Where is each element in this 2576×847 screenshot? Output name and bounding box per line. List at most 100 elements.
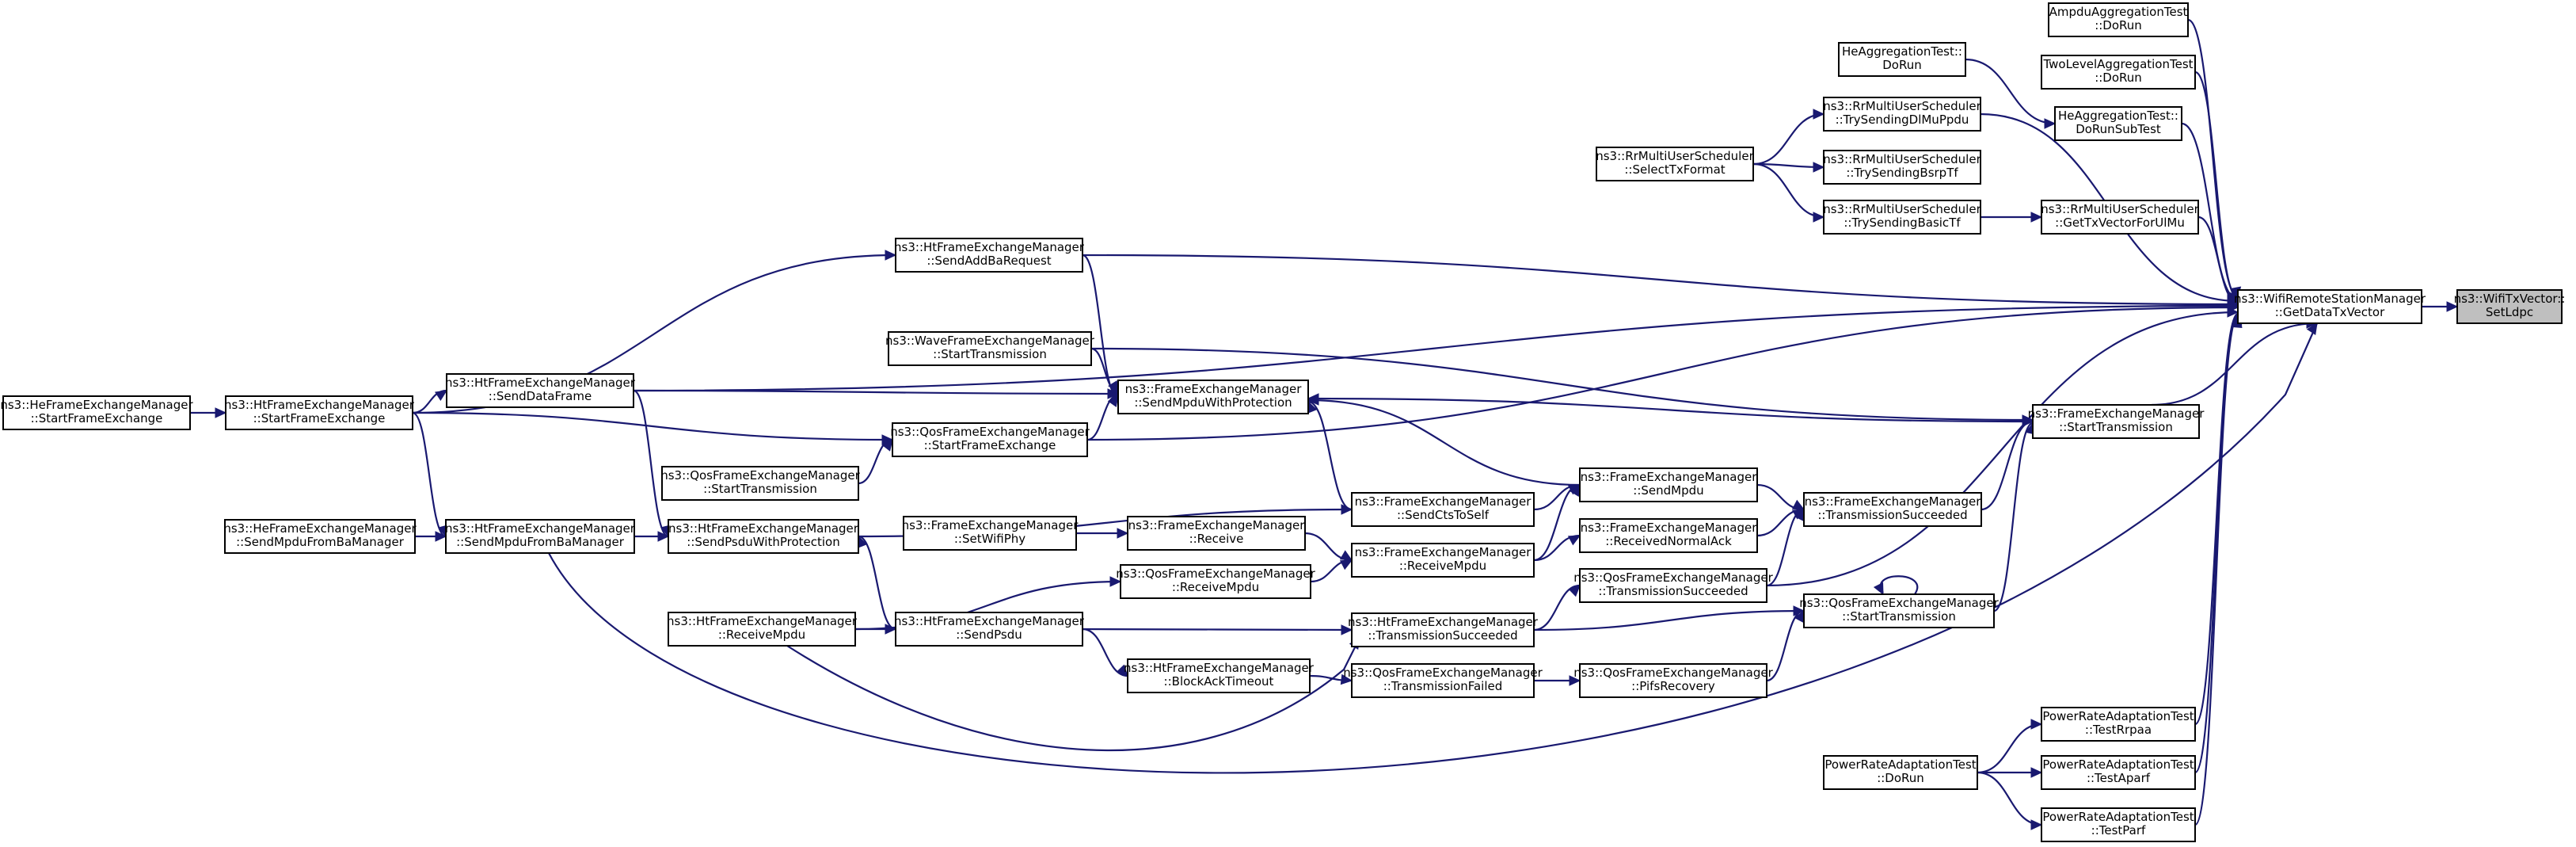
edge-arrowhead bbox=[2030, 819, 2043, 830]
edge-line bbox=[1977, 771, 2042, 826]
node-ferm[interactable]: ns3::FrameExchangeManager::ReceiveMpdu bbox=[1351, 543, 1535, 578]
node-fesm[interactable]: ns3::FrameExchangeManager::SendMpdu bbox=[1579, 467, 1758, 502]
node-label-line1: ns3::HeFrameExchangeManager bbox=[0, 398, 193, 412]
node-fects[interactable]: ns3::FrameExchangeManager::SendCtsToSelf bbox=[1351, 492, 1535, 527]
node-label-line1: ns3::HtFrameExchangeManager bbox=[1348, 615, 1539, 629]
node-qospifs[interactable]: ns3::QosFrameExchangeManager::PifsRecove… bbox=[1573, 663, 1774, 698]
node-htsp[interactable]: ns3::HtFrameExchangeManager::SendPsdu bbox=[894, 612, 1085, 647]
node-label-line1: ns3::RrMultiUserScheduler bbox=[1823, 202, 1981, 216]
node-box bbox=[888, 331, 1092, 366]
node-label-line2: ::TransmissionSucceeded bbox=[1817, 508, 1967, 522]
node-two[interactable]: TwoLevelAggregationTest::DoRun bbox=[2041, 55, 2196, 90]
node-htsdf[interactable]: ns3::HtFrameExchangeManager::SendDataFra… bbox=[445, 373, 636, 408]
edge-htfe-to-htsdf bbox=[412, 389, 447, 414]
node-htrm[interactable]: ns3::HtFrameExchangeManager::ReceiveMpdu bbox=[667, 612, 858, 647]
edge-htts-to-qosts bbox=[1533, 584, 1581, 631]
node-fets[interactable]: ns3::FrameExchangeManager::TransmissionS… bbox=[1803, 492, 1982, 527]
node-label-line1: PowerRateAdaptationTest bbox=[2042, 810, 2194, 824]
node-label-line2: ::SendCtsToSelf bbox=[1397, 508, 1490, 522]
node-label-line1: ns3::FrameExchangeManager bbox=[1805, 494, 1982, 509]
edge-line bbox=[1082, 254, 2239, 306]
node-wavest[interactable]: ns3::WaveFrameExchangeManager::StartTran… bbox=[885, 331, 1095, 366]
node-hesmba[interactable]: ns3::HeFrameExchangeManager::SendMpduFro… bbox=[223, 519, 417, 554]
node-label-line1: ns3::FrameExchangeManager bbox=[1128, 518, 1306, 532]
node-label-line1: ns3::HtFrameExchangeManager bbox=[1124, 661, 1315, 675]
edge-arrowhead bbox=[1567, 535, 1581, 546]
node-label-line1: ns3::WifiTxVector:: bbox=[2454, 292, 2566, 306]
node-box bbox=[1127, 658, 1311, 693]
node-box bbox=[2041, 755, 2196, 790]
node-rrbsrp[interactable]: ns3::RrMultiUserScheduler::TrySendingBsr… bbox=[1823, 150, 1982, 185]
node-box bbox=[2041, 200, 2199, 235]
node-hefe[interactable]: ns3::HeFrameExchangeManager::StartFrameE… bbox=[0, 395, 193, 430]
edge-fesm-to-fesmwp bbox=[1307, 395, 1581, 486]
edge-htaddba-to-gdtv bbox=[1082, 254, 2239, 310]
node-htaddba[interactable]: ns3::HtFrameExchangeManager::SendAddBaRe… bbox=[894, 238, 1085, 273]
node-box bbox=[2041, 55, 2196, 90]
node-hedr[interactable]: HeAggregationTest::DoRun bbox=[1838, 42, 1966, 77]
node-label-line2: ::TestAparf bbox=[2087, 771, 2151, 785]
node-box bbox=[445, 519, 635, 554]
node-gdtv[interactable]: ns3::WifiRemoteStationManager::GetDataTx… bbox=[2234, 289, 2426, 324]
node-label-line2: ::StartFrameExchange bbox=[253, 411, 386, 425]
node-label-line2: SetLdpc bbox=[2486, 305, 2533, 319]
edge-fets-to-fest bbox=[1981, 416, 2034, 511]
node-box bbox=[1579, 568, 1767, 603]
node-qossfe[interactable]: ns3::QosFrameExchangeManager::StartFrame… bbox=[890, 422, 1090, 457]
node-box bbox=[225, 395, 413, 430]
node-rrdl[interactable]: ns3::RrMultiUserScheduler::TrySendingDlM… bbox=[1823, 97, 1982, 132]
edge-line bbox=[1766, 508, 1805, 587]
node-label-line2: ::SetWifiPhy bbox=[954, 532, 1025, 546]
edge-arrowhead bbox=[1341, 504, 1353, 515]
edge-line bbox=[1533, 483, 1581, 562]
edge-arrowhead bbox=[2022, 416, 2034, 427]
node-box bbox=[1351, 543, 1535, 578]
node-htfe[interactable]: ns3::HtFrameExchangeManager::StartFrameE… bbox=[224, 395, 415, 430]
node-prarp[interactable]: PowerRateAdaptationTest::TestRrpaa bbox=[2041, 707, 2196, 742]
node-label-line2: ::ReceivedNormalAck bbox=[1605, 534, 1732, 548]
node-label-line2: ::SendDataFrame bbox=[489, 389, 592, 403]
edge-arrowhead bbox=[1339, 550, 1353, 561]
node-root[interactable]: ns3::WifiTxVector::SetLdpc bbox=[2454, 289, 2566, 324]
node-htbat[interactable]: ns3::HtFrameExchangeManager::BlockAckTim… bbox=[1124, 658, 1315, 693]
edge-arrowhead bbox=[2030, 767, 2043, 778]
node-label-line1: ns3::WifiRemoteStationManager bbox=[2234, 292, 2426, 306]
edge-line bbox=[1086, 306, 2239, 441]
edge-line bbox=[633, 304, 2239, 392]
node-qosst[interactable]: ns3::QosFrameExchangeManager::StartTrans… bbox=[1799, 593, 2000, 628]
node-htspwp[interactable]: ns3::HtFrameExchangeManager::SendPsduWit… bbox=[668, 519, 859, 554]
node-ferna[interactable]: ns3::FrameExchangeManager::ReceivedNorma… bbox=[1579, 518, 1758, 553]
node-ferecv[interactable]: ns3::FrameExchangeManager::Receive bbox=[1127, 516, 1306, 551]
node-prpf[interactable]: PowerRateAdaptationTest::TestParf bbox=[2041, 807, 2196, 842]
node-prdr[interactable]: PowerRateAdaptationTest::DoRun bbox=[1823, 755, 1978, 790]
node-rrbasic[interactable]: ns3::RrMultiUserScheduler::TrySendingBas… bbox=[1823, 200, 1982, 235]
node-amp[interactable]: AmpduAggregationTest::DoRun bbox=[2048, 2, 2189, 37]
edge-arrowhead bbox=[1339, 559, 1353, 570]
node-label-line1: ns3::HtFrameExchangeManager bbox=[668, 521, 859, 536]
edge-arrowhead bbox=[2030, 212, 2043, 223]
edge-line bbox=[1766, 609, 1805, 682]
edge-hefe-to-htfe bbox=[189, 407, 227, 418]
node-label-line2: ::TrySendingBasicTf bbox=[1844, 216, 1961, 230]
edge-arrowhead bbox=[2306, 322, 2318, 335]
node-qosrm[interactable]: ns3::QosFrameExchangeManager::ReceiveMpd… bbox=[1116, 564, 1316, 599]
node-label-line2: ::SendMpdu bbox=[1633, 483, 1703, 498]
edge-line bbox=[1307, 397, 2034, 423]
node-box bbox=[1579, 663, 1767, 698]
node-fesetphy[interactable]: ns3::FrameExchangeManager::SetWifiPhy bbox=[902, 516, 1079, 551]
node-prap[interactable]: PowerRateAdaptationTest::TestAparf bbox=[2041, 755, 2196, 790]
node-label-line1: ns3::HtFrameExchangeManager bbox=[667, 614, 858, 628]
edge-arrowhead bbox=[2044, 118, 2057, 129]
node-rrsel[interactable]: ns3::RrMultiUserScheduler::SelectTxForma… bbox=[1596, 147, 1755, 181]
node-qostf[interactable]: ns3::QosFrameExchangeManager::Transmissi… bbox=[1343, 663, 1543, 698]
node-htsmba[interactable]: ns3::HtFrameExchangeManager::SendMpduFro… bbox=[445, 519, 636, 554]
node-fesmwp[interactable]: ns3::FrameExchangeManager::SendMpduWithP… bbox=[1117, 380, 1309, 414]
node-fest[interactable]: ns3::FrameExchangeManager::StartTransmis… bbox=[2028, 404, 2205, 439]
edge-fects-to-fesmwp bbox=[1307, 400, 1353, 511]
node-qosts[interactable]: ns3::QosFrameExchangeManager::Transmissi… bbox=[1573, 568, 1774, 603]
node-hedrs[interactable]: HeAggregationTest::DoRunSubTest bbox=[2054, 106, 2182, 141]
node-label-line2: ::SelectTxFormat bbox=[1624, 162, 1725, 177]
node-htts[interactable]: ns3::HtFrameExchangeManager::Transmissio… bbox=[1348, 612, 1539, 647]
node-rrul[interactable]: ns3::RrMultiUserScheduler::GetTxVectorFo… bbox=[2041, 200, 2200, 235]
node-qosst1[interactable]: ns3::QosFrameExchangeManager::StartTrans… bbox=[660, 466, 861, 501]
